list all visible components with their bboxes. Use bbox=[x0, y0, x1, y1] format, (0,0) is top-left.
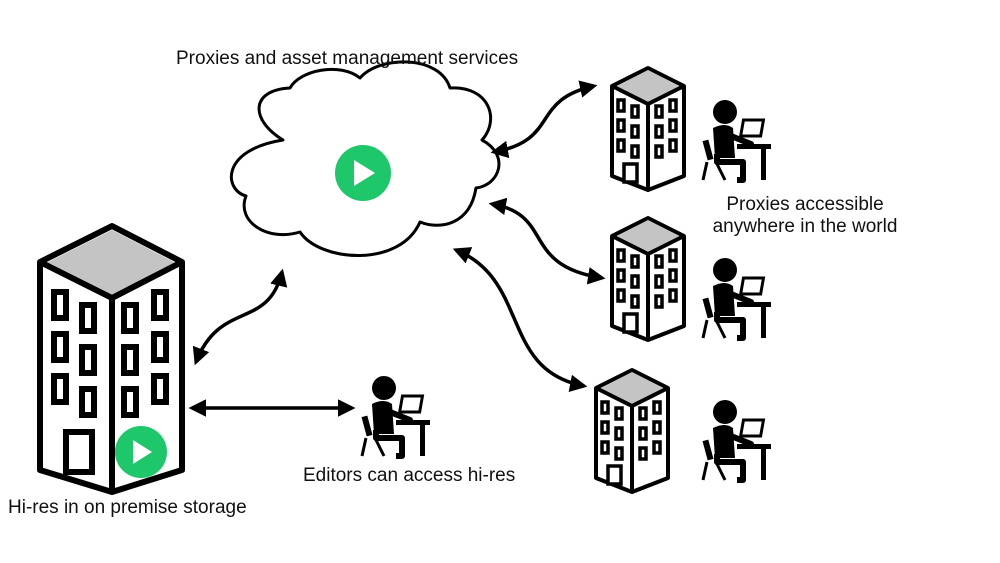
double-headed-arrow-icon bbox=[488, 197, 606, 285]
person-at-laptop-icon bbox=[362, 376, 430, 456]
person-at-laptop-icon bbox=[703, 400, 771, 480]
office-building-icon bbox=[610, 216, 686, 342]
double-headed-arrow-icon bbox=[452, 247, 588, 392]
proxies-accessible-label: Proxies accessible anywhere in the world bbox=[698, 194, 912, 238]
office-building-icon bbox=[594, 368, 670, 494]
proxies-label-line-2: anywhere in the world bbox=[712, 215, 898, 237]
hires-storage-label: Hi-res in on premise storage bbox=[8, 497, 247, 518]
editors-label: Editors can access hi-res bbox=[303, 465, 516, 486]
double-headed-arrow-icon bbox=[490, 80, 598, 159]
person-at-laptop-icon bbox=[703, 100, 771, 180]
person-at-laptop-icon bbox=[703, 258, 771, 338]
double-headed-arrow-icon bbox=[192, 268, 288, 366]
office-building-icon bbox=[37, 223, 185, 495]
proxies-label-line-1: Proxies accessible bbox=[726, 194, 884, 215]
play-button-icon bbox=[335, 145, 391, 201]
cloud-title-label: Proxies and asset management services bbox=[176, 48, 519, 69]
office-building-icon bbox=[610, 66, 686, 192]
